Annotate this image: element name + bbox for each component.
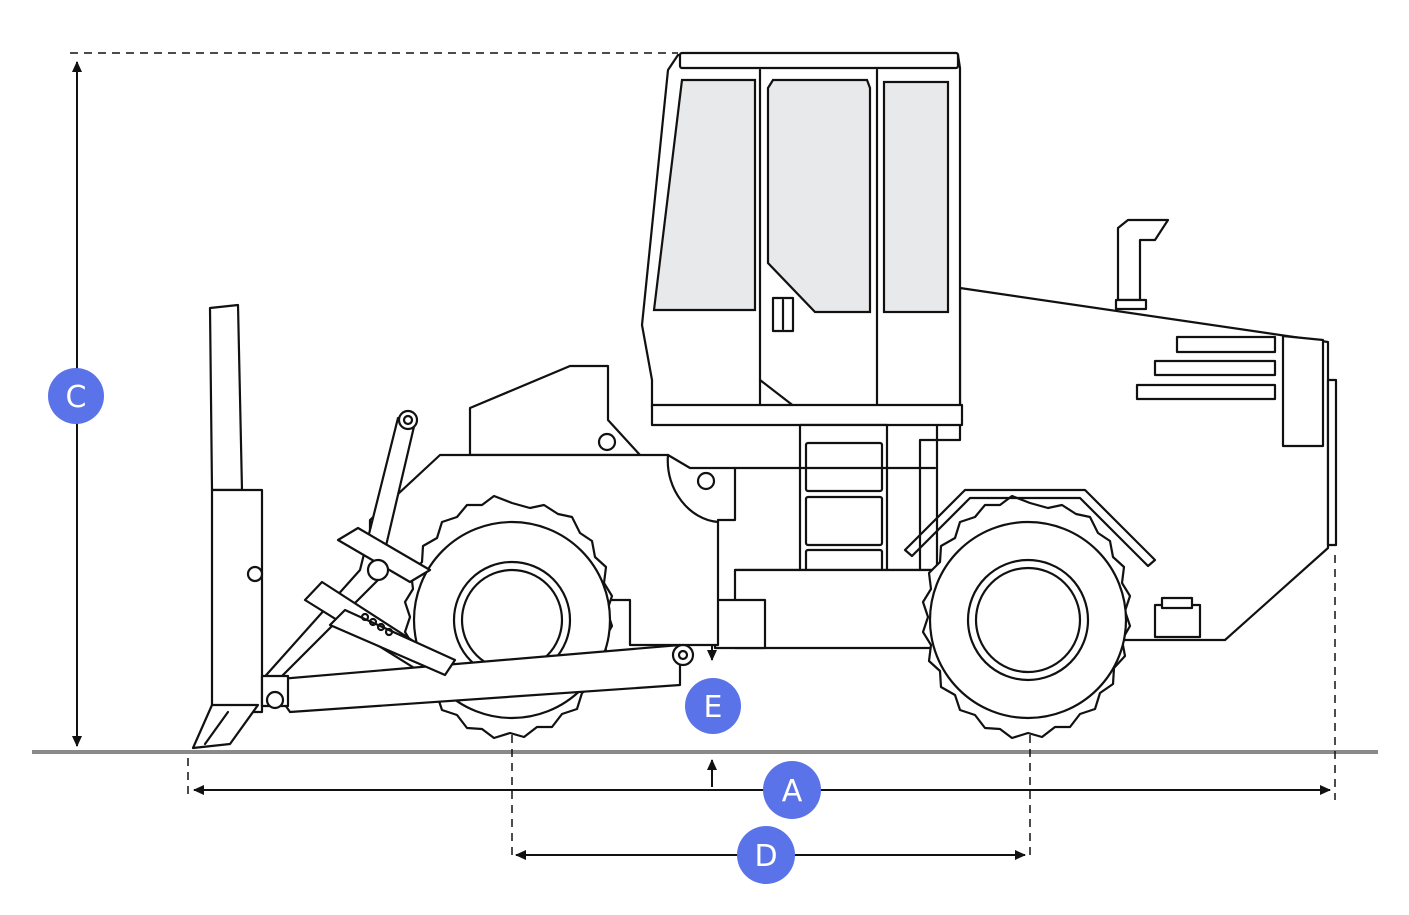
blade-body <box>210 488 264 714</box>
blade-pin <box>246 565 264 583</box>
push-arm-brace <box>328 608 457 677</box>
hood-vent-2 <box>1153 359 1277 377</box>
badge-e-label: E <box>704 690 723 725</box>
cab-platform <box>650 403 964 427</box>
blade-cutting-edge <box>191 703 260 750</box>
badge-a: A <box>763 761 821 819</box>
reference-lines <box>70 52 1336 860</box>
rear-wheel <box>921 494 1132 740</box>
hood-vent-3 <box>1135 383 1277 401</box>
exhaust-base <box>1114 298 1148 311</box>
door-lower-line <box>758 378 797 409</box>
badge-c: C <box>48 368 104 424</box>
cab-rear-window <box>882 80 950 314</box>
rear-grille <box>1281 334 1325 448</box>
badge-d-label: D <box>754 839 777 874</box>
hood-vent-1 <box>1175 335 1277 354</box>
badge-a-label: A <box>782 774 803 809</box>
cab-front-window <box>652 78 757 312</box>
hood-bolt <box>597 432 617 452</box>
rear-bumper <box>1326 378 1338 547</box>
cab-roof <box>678 51 960 70</box>
badge-c-label: C <box>66 380 87 415</box>
front-body-curve <box>666 453 720 524</box>
badge-e: E <box>685 678 741 734</box>
center-frame <box>733 568 937 650</box>
rear-hitch-block <box>1153 603 1202 639</box>
rear-rim <box>966 558 1090 682</box>
compactor-machine <box>191 51 1338 750</box>
exhaust-stack <box>1116 218 1170 302</box>
push-arm-pivot <box>671 643 695 667</box>
blade-upper <box>208 303 244 492</box>
cab-door-window <box>766 78 872 314</box>
badge-d: D <box>737 826 795 884</box>
rear-fender <box>903 488 1157 568</box>
articulation-joint <box>713 598 767 650</box>
pivot-pin <box>696 471 716 491</box>
step-2 <box>804 495 884 547</box>
